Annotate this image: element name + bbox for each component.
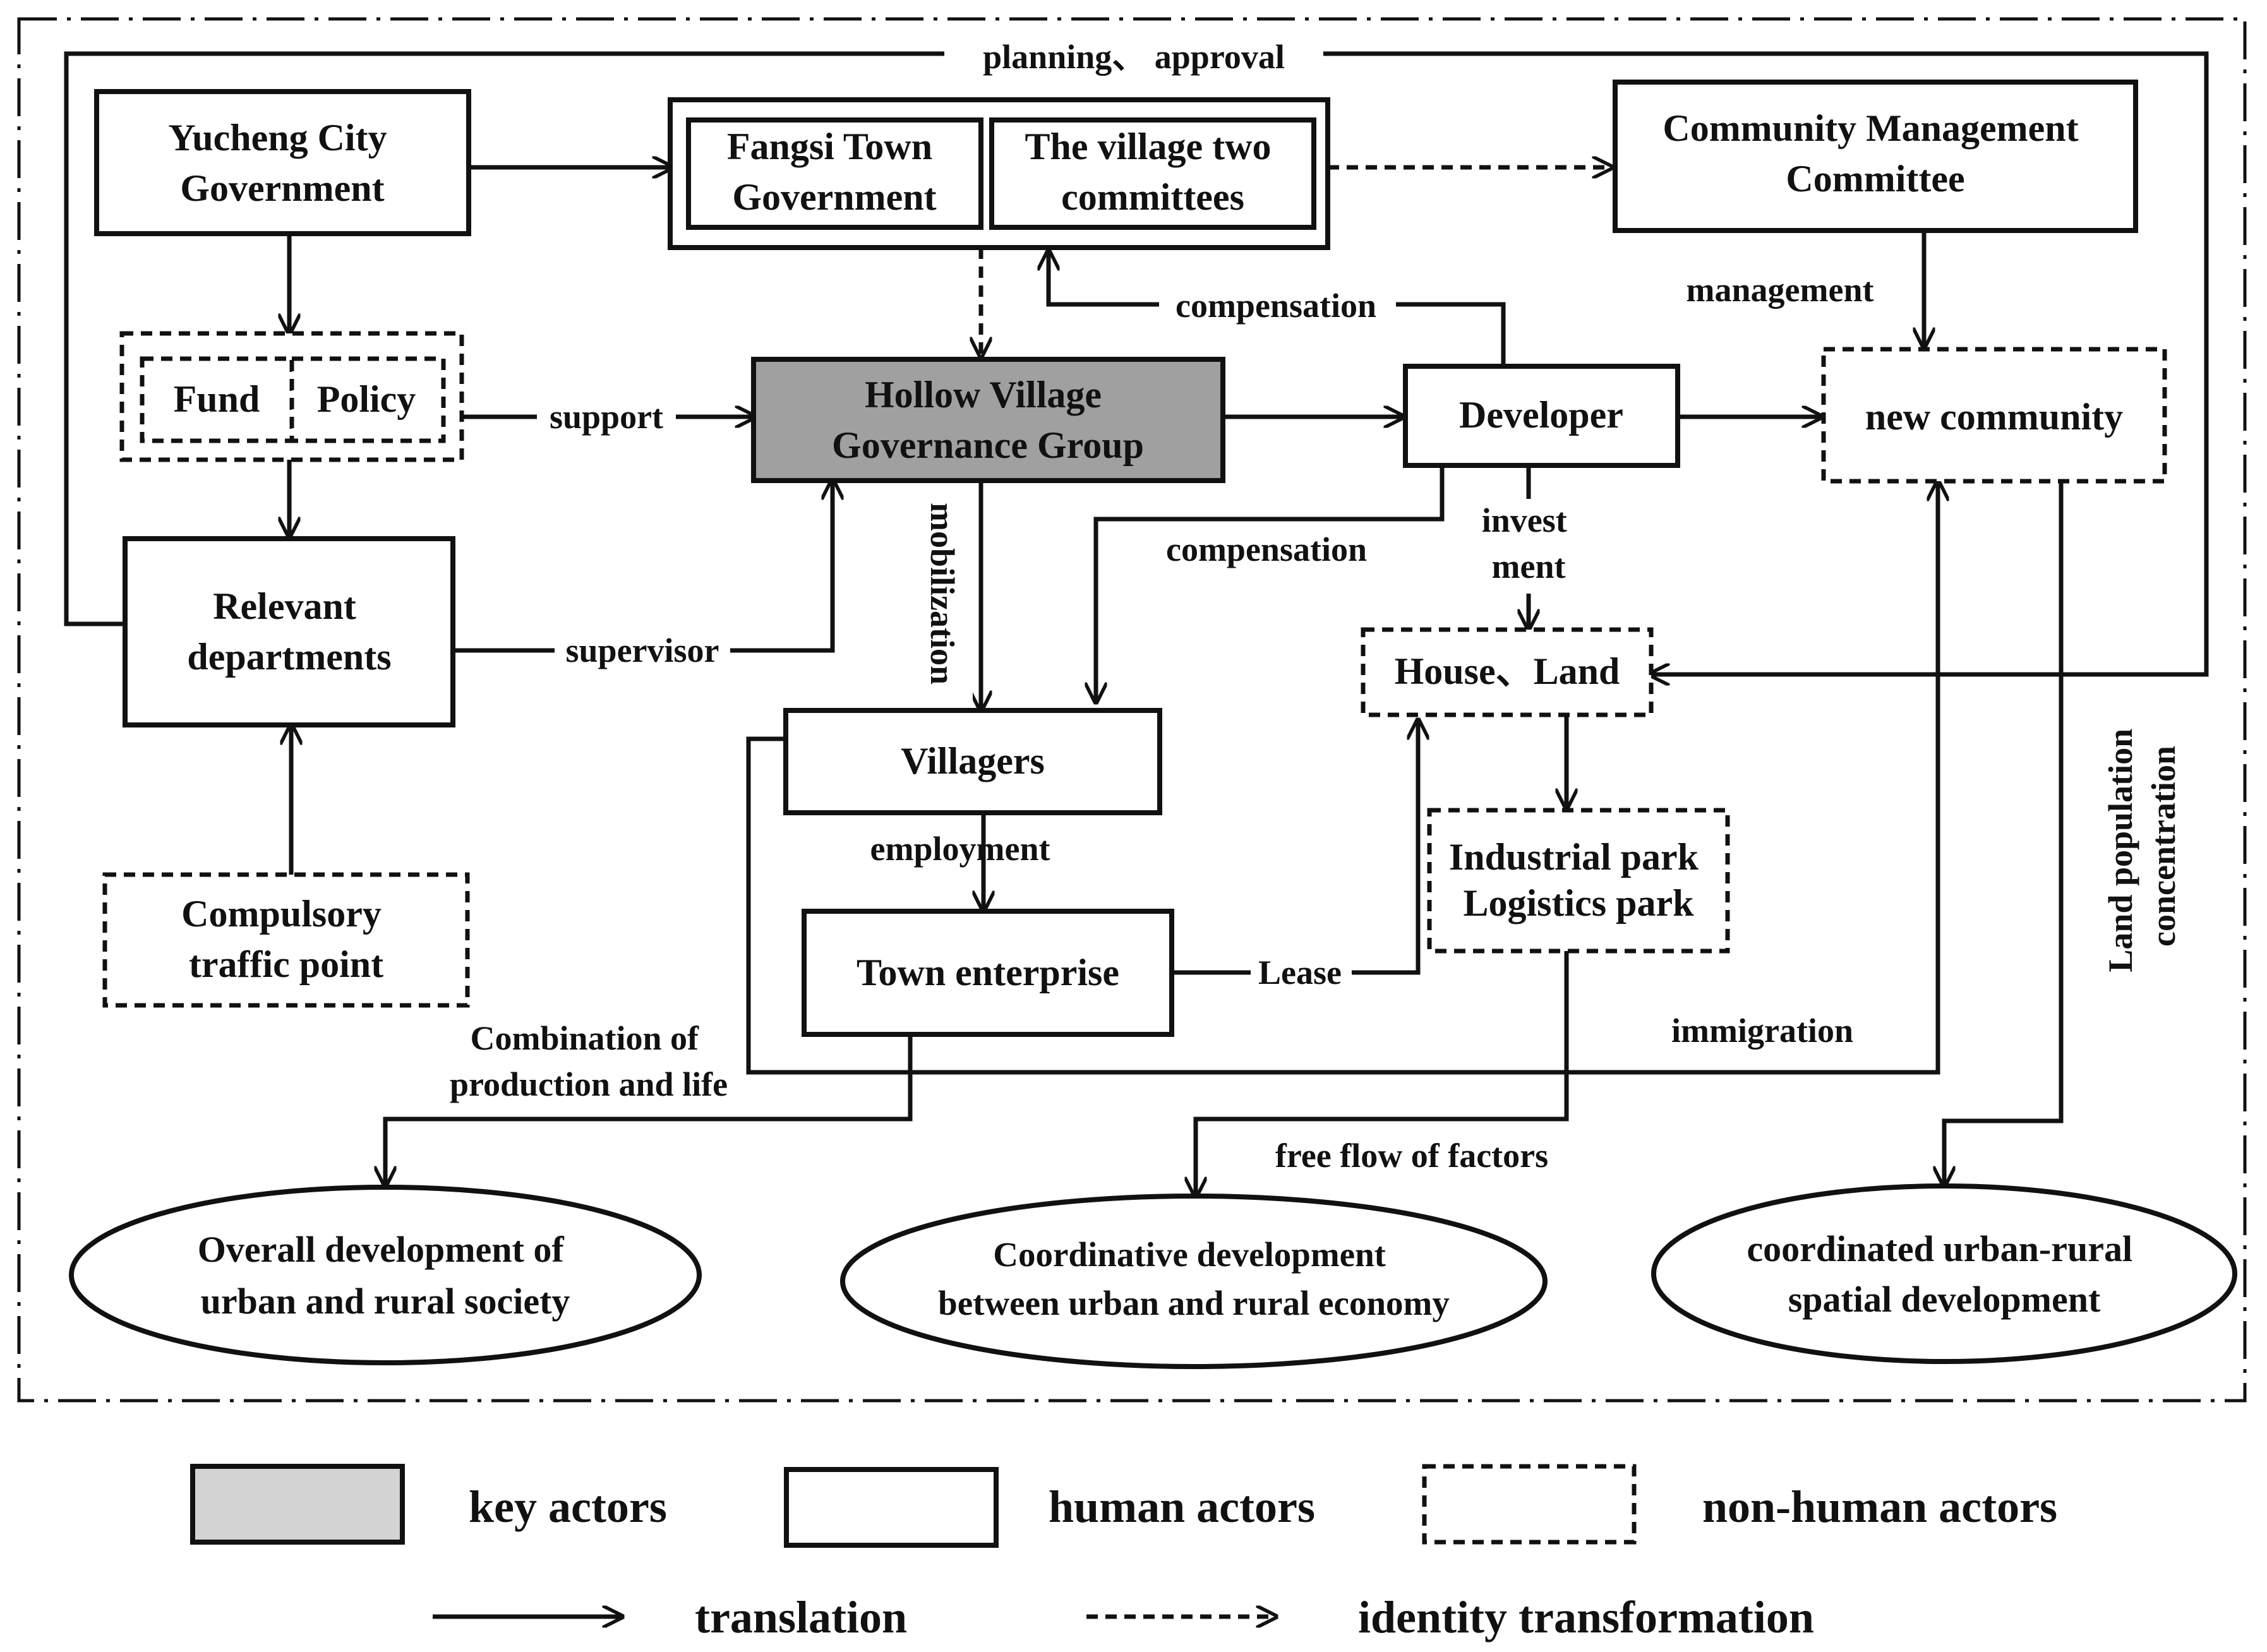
- lease-edge: [1172, 720, 1418, 975]
- land-population-label: Land population concentration: [2102, 720, 2182, 972]
- society-outcome-label: Overall development of urban and rural s…: [198, 1229, 573, 1322]
- legend-identity-label: identity transformation: [1358, 1592, 1814, 1643]
- planning-approval-label: planning、 approval: [983, 38, 1285, 76]
- compensation-mid-label: compensation: [1166, 530, 1367, 568]
- legend: key actors human actors non-human actors…: [190, 1464, 2057, 1643]
- edge-labels: planning、 approval compensation manageme…: [450, 28, 2182, 1175]
- concentration-edge: [1944, 481, 2064, 1186]
- relevant-departments-label: Relevant departments: [187, 585, 391, 678]
- town-enterprise-box: [802, 909, 1174, 1037]
- immigration-edge: [746, 481, 1938, 1075]
- combination-edge: [385, 1034, 913, 1186]
- immigration-label: immigration: [1671, 1012, 1853, 1050]
- industrial-park-box: [1427, 808, 1730, 954]
- policy-label: Policy: [317, 378, 416, 420]
- free-flow-label: free flow of factors: [1275, 1137, 1548, 1175]
- fangsi-government-box: [686, 117, 983, 230]
- supervisor-label: supervisor: [566, 631, 719, 669]
- support-label: support: [550, 398, 663, 436]
- lease-label: Lease: [1258, 954, 1342, 991]
- relevant-departments-box: [123, 536, 455, 727]
- yucheng-government-label: Yucheng City Government: [168, 117, 396, 209]
- yucheng-government-box: [94, 89, 471, 236]
- nodes: Yucheng City Government Fangsi Town Gove…: [69, 80, 2237, 1369]
- diagram-frame: [17, 17, 2247, 1403]
- legend-key-actors-swatch: [190, 1464, 405, 1545]
- villagers-box: [783, 708, 1162, 815]
- legend-key-actors-label: key actors: [469, 1481, 667, 1532]
- industrial-park-label: Industrial park Logistics park: [1449, 836, 1708, 924]
- village-committees-box: [989, 117, 1316, 230]
- villagers-label: Villagers: [901, 740, 1045, 782]
- management-label: management: [1687, 271, 1874, 309]
- spatial-outcome-ellipse: [1651, 1183, 2237, 1364]
- hollow-village-group-label: Hollow Village Governance Group: [832, 374, 1144, 466]
- village-committees-label: The village two committees: [1025, 126, 1281, 218]
- fund-label: Fund: [174, 378, 260, 420]
- investment-label: invest ment: [1482, 501, 1576, 585]
- compulsory-traffic-box: [102, 872, 470, 1008]
- economy-outcome-label: Coordinative development between urban a…: [938, 1235, 1450, 1322]
- house-land-box: [1361, 627, 1654, 717]
- developer-to-villagers-edge: [1096, 467, 1445, 702]
- developer-box: [1403, 364, 1680, 468]
- hollow-village-group-box: [751, 357, 1225, 483]
- community-committee-box: [1613, 80, 2138, 233]
- employment-label: employment: [870, 830, 1050, 868]
- supervisor-edge: [453, 480, 833, 653]
- policy-box: [289, 356, 446, 443]
- new-community-label: new community: [1865, 396, 2123, 438]
- legend-non-human-actors-swatch: [1422, 1464, 1637, 1545]
- legend-translation-label: translation: [695, 1592, 907, 1643]
- community-committee-label: Community Management Committee: [1663, 107, 2088, 200]
- compensation-top-label: compensation: [1176, 287, 1376, 325]
- spatial-outcome-label: coordinated urban-rural spatial developm…: [1747, 1228, 2141, 1320]
- new-community-box: [1821, 347, 2167, 484]
- economy-outcome-ellipse: [840, 1194, 1548, 1369]
- mobilization-label: mobilization: [923, 503, 961, 685]
- town-enterprise-label: Town enterprise: [857, 952, 1119, 993]
- freeflow-edge: [1196, 951, 1569, 1197]
- house-land-label: House、Land: [1395, 650, 1620, 692]
- fund-box: [140, 356, 294, 443]
- compulsory-traffic-label: Compulsory traffic point: [181, 893, 391, 985]
- combination-label: Combination of production and life: [450, 1019, 728, 1103]
- legend-non-human-actors-label: non-human actors: [1702, 1481, 2057, 1532]
- legend-human-actors-label: human actors: [1049, 1481, 1315, 1532]
- legend-human-actors-swatch: [784, 1467, 999, 1548]
- society-outcome-ellipse: [69, 1185, 702, 1365]
- developer-label: Developer: [1459, 394, 1623, 436]
- fangsi-government-label: Fangsi Town Government: [727, 126, 942, 218]
